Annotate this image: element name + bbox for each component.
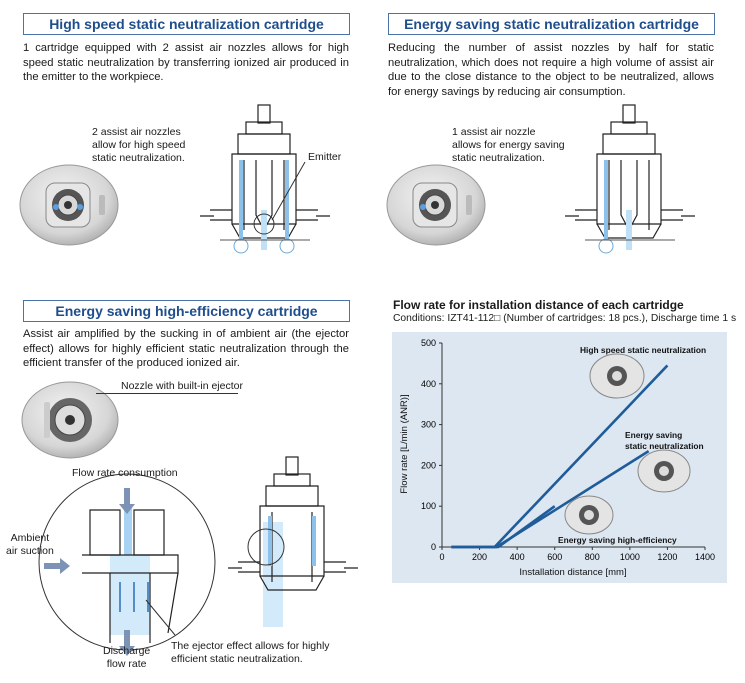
high-speed-header: High speed static neutralization cartrid…: [23, 13, 350, 35]
y-axis-label: Flow rate [L/min (ANR)]: [399, 394, 410, 493]
ejector-magnified-view: [38, 473, 216, 656]
y-tick-label: 200: [421, 460, 436, 470]
x-tick-label: 400: [510, 552, 525, 562]
x-tick-label: 1200: [657, 552, 677, 562]
high-efficiency-description: Assist air amplified by the sucking in o…: [23, 328, 349, 370]
flow-consumption-label: Flow rate consumption: [72, 467, 178, 479]
x-tick-label: 200: [472, 552, 487, 562]
x-tick-label: 800: [585, 552, 600, 562]
high-efficiency-cross-section: [228, 456, 358, 627]
high-speed-nozzle-photo: [19, 164, 119, 246]
chart-photo-high-efficiency: [564, 495, 614, 535]
energy-saving-header: Energy saving static neutralization cart…: [388, 13, 715, 35]
ambient-air-label: Ambient air suction: [6, 532, 54, 557]
series-label-high-efficiency: Energy saving high-efficiency: [558, 535, 677, 545]
x-tick-label: 0: [439, 552, 444, 562]
energy-saving-callout: 1 assist air nozzle allows for energy sa…: [452, 126, 565, 164]
chart-photo-high-speed: [589, 353, 645, 399]
x-axis-label: Installation distance [mm]: [519, 567, 626, 578]
series-line-2: [451, 505, 556, 549]
nozzle-label-line: [96, 393, 238, 394]
y-tick-label: 100: [421, 501, 436, 511]
energy-saving-description: Reducing the number of assist nozzles by…: [388, 42, 714, 98]
y-tick-label: 500: [421, 338, 436, 348]
high-speed-callout: 2 assist air nozzles allow for high spee…: [92, 126, 186, 164]
x-tick-label: 1400: [695, 552, 715, 562]
chart-title: Flow rate for installation distance of e…: [393, 298, 684, 312]
series-label-energy-saving-1: Energy saving: [625, 430, 682, 440]
flow-rate-chart: 0 100 200 300 400 500 0 200 400 600 800 1000 1200 14…: [392, 332, 727, 583]
x-tick-label: 1000: [620, 552, 640, 562]
high-speed-cross-section: [200, 104, 330, 254]
y-tick-label: 300: [421, 420, 436, 430]
series-label-energy-saving-2: static neutralization: [625, 441, 704, 451]
discharge-label: Discharge flow rate: [103, 645, 151, 670]
high-speed-description: 1 cartridge equipped with 2 assist air n…: [23, 42, 349, 84]
series-label-high-speed: High speed static neutralization: [580, 345, 706, 355]
nozzle-ejector-label: Nozzle with built-in ejector: [121, 380, 243, 392]
high-efficiency-header: Energy saving high-efficiency cartridge: [23, 300, 350, 322]
y-tick-label: 400: [421, 379, 436, 389]
energy-saving-nozzle-photo: [386, 164, 486, 246]
ejector-effect-note: The ejector effect allows for highly eff…: [171, 640, 330, 665]
emitter-label: Emitter: [308, 151, 342, 163]
chart-photo-energy-saving: [637, 449, 691, 493]
x-tick-label: 600: [547, 552, 562, 562]
y-tick-label: 0: [431, 542, 436, 552]
ejector-nozzle-photo: [21, 381, 119, 459]
energy-saving-cross-section: [565, 104, 695, 254]
chart-conditions: Conditions: IZT41-112□ (Number of cartri…: [393, 313, 737, 324]
